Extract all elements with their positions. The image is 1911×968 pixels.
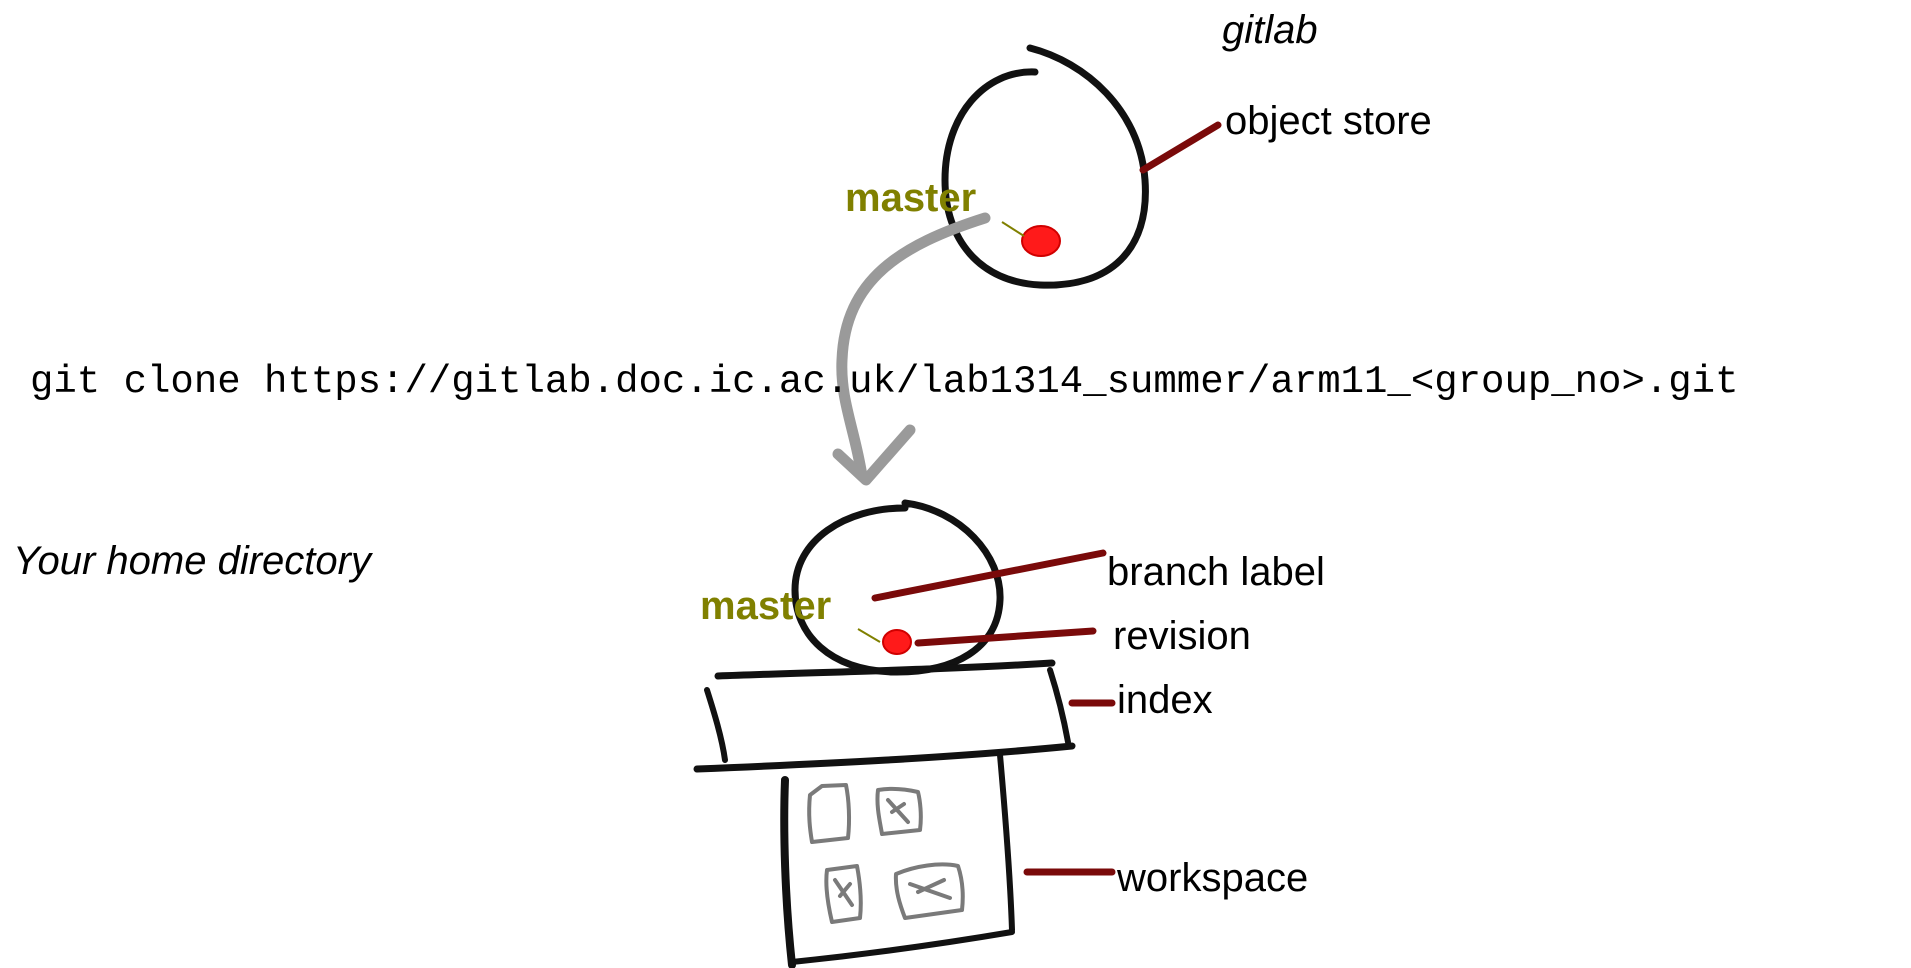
- remote-title: gitlab: [1222, 8, 1318, 52]
- file-icon: [875, 786, 923, 836]
- workspace-box-right: [997, 752, 1015, 933]
- index-bar-left: [704, 687, 728, 763]
- clone-arrow: [836, 212, 991, 482]
- remote-branch-label: master: [845, 176, 977, 220]
- file-icon: [893, 862, 965, 920]
- object-store-leader-line: [1139, 121, 1222, 174]
- branch-label-leader-line: [871, 549, 1107, 602]
- workspace-box-left: [780, 776, 796, 968]
- workspace-caption: workspace: [1117, 856, 1309, 900]
- revision-leader-line: [914, 627, 1097, 647]
- file-icon: [824, 864, 863, 924]
- clone-arrow-head: [832, 424, 916, 486]
- remote-branch-pointer: [1001, 221, 1025, 237]
- remote-revision-dot: [1021, 225, 1061, 257]
- local-title: Your home directory: [13, 539, 371, 583]
- workspace-file-icons: [807, 783, 965, 924]
- index-bar-top: [714, 659, 1056, 680]
- index-caption: index: [1117, 678, 1213, 722]
- revision-caption: revision: [1113, 614, 1251, 658]
- local-revision-dot: [882, 629, 912, 655]
- branch-label-caption: branch label: [1107, 550, 1325, 594]
- remote-object-store-circle: [941, 44, 1149, 289]
- index-bar-right: [1047, 667, 1071, 745]
- workspace-box-bottom: [789, 929, 1015, 965]
- local-branch-pointer: [857, 628, 881, 643]
- object-store-label: object store: [1225, 99, 1432, 143]
- file-icon: [807, 783, 852, 844]
- index-bar-bottom: [693, 742, 1076, 773]
- local-branch-label: master: [700, 584, 832, 628]
- git-clone-command: git clone https://gitlab.doc.ic.ac.uk/la…: [30, 360, 1739, 404]
